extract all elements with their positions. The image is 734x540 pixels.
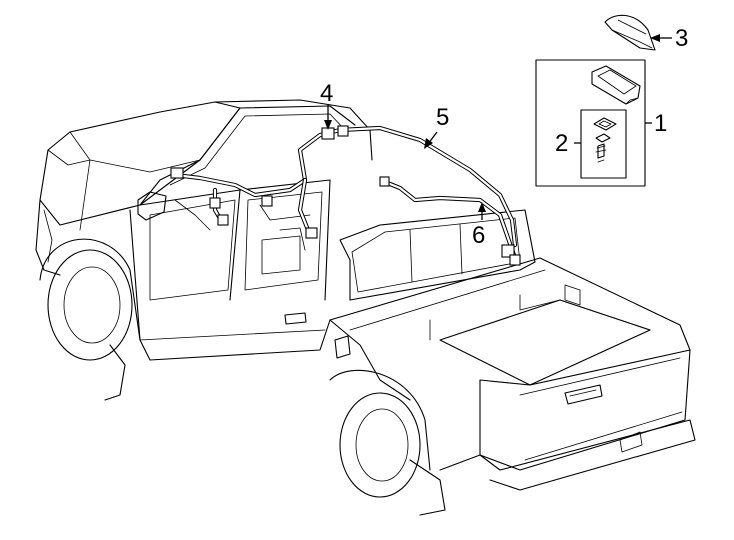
callout-5: 5 (436, 104, 449, 131)
pickup-truck-illustration (35, 99, 696, 516)
antenna-cord-harness (379, 176, 521, 266)
leader-lines (324, 34, 672, 220)
antenna-assembly-inset (535, 59, 646, 187)
callout-2: 2 (555, 130, 568, 157)
antenna-gasket-and-screw (593, 117, 617, 163)
callout-1: 1 (654, 110, 667, 137)
shark-fin-antenna (604, 14, 656, 51)
callout-6: 6 (472, 222, 485, 249)
callout-4: 4 (320, 80, 333, 107)
antenna-base-unit (591, 65, 641, 105)
callout-3: 3 (675, 25, 688, 52)
callout-labels: 1 2 3 4 5 6 (320, 25, 688, 249)
roof-wire-harness (170, 125, 518, 248)
